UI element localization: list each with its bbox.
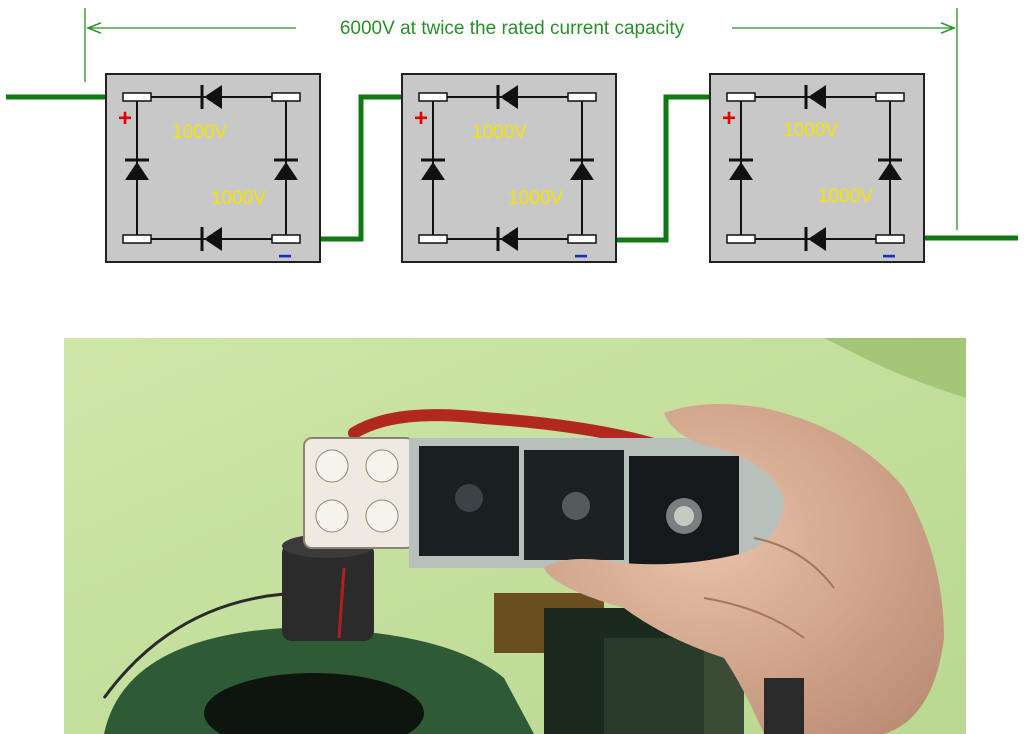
plant-leaf	[824, 338, 966, 398]
plus-label: +	[414, 105, 428, 132]
module-photo	[64, 338, 966, 734]
terminal-bottom-left	[122, 234, 152, 244]
capacitor	[282, 543, 374, 641]
diode-left	[125, 158, 149, 180]
terminal-block	[303, 437, 415, 549]
rating-side: 1000V	[508, 188, 563, 209]
diode-bottom	[496, 227, 518, 251]
diode-top	[496, 85, 518, 109]
diode-right	[274, 158, 298, 180]
minus-label: −	[882, 243, 896, 270]
diode-left	[421, 158, 445, 180]
dimension-marker: 6000V at twice the rated current capacit…	[84, 8, 958, 230]
minus-label: −	[278, 243, 292, 270]
terminal-minus	[567, 234, 597, 244]
terminal-plus	[122, 92, 152, 102]
terminal-plus	[726, 92, 756, 102]
link-wire-1-2	[290, 94, 425, 242]
diode-top	[200, 85, 222, 109]
rating-top: 1000V	[172, 122, 227, 143]
diode-right	[878, 158, 902, 180]
link-wire-2-3	[585, 94, 730, 243]
plus-label: +	[722, 105, 736, 132]
dimension-label: 6000V at twice the rated current capacit…	[340, 18, 685, 39]
terminal-top-right	[567, 92, 597, 102]
terminal-minus	[271, 234, 301, 244]
terminal-top-right	[271, 92, 301, 102]
bridge-module-3: + − 1000V 1000V	[709, 73, 925, 270]
diode-top	[804, 85, 826, 109]
coil-hole	[204, 673, 424, 734]
series-bridge-diagram: 6000V at twice the rated current capacit…	[6, 8, 1018, 270]
diode-left	[729, 158, 753, 180]
diode-bottom	[804, 227, 826, 251]
rating-top: 1000V	[472, 122, 527, 143]
terminal-minus	[875, 234, 905, 244]
diode-bottom	[200, 227, 222, 251]
bridge-module-2: + − 1000V 1000V	[401, 73, 617, 270]
bridge-module-1: + − 1000V 1000V	[105, 73, 321, 270]
rating-top: 1000V	[783, 120, 838, 141]
rating-side: 1000V	[211, 188, 266, 209]
terminal-plus	[418, 92, 448, 102]
plus-label: +	[118, 105, 132, 132]
terminal-bottom-left	[726, 234, 756, 244]
hand	[544, 404, 944, 734]
terminal-bottom-left	[418, 234, 448, 244]
rating-side: 1000V	[818, 186, 873, 207]
minus-label: −	[574, 243, 588, 270]
terminal-top-right	[875, 92, 905, 102]
diode-right	[570, 158, 594, 180]
